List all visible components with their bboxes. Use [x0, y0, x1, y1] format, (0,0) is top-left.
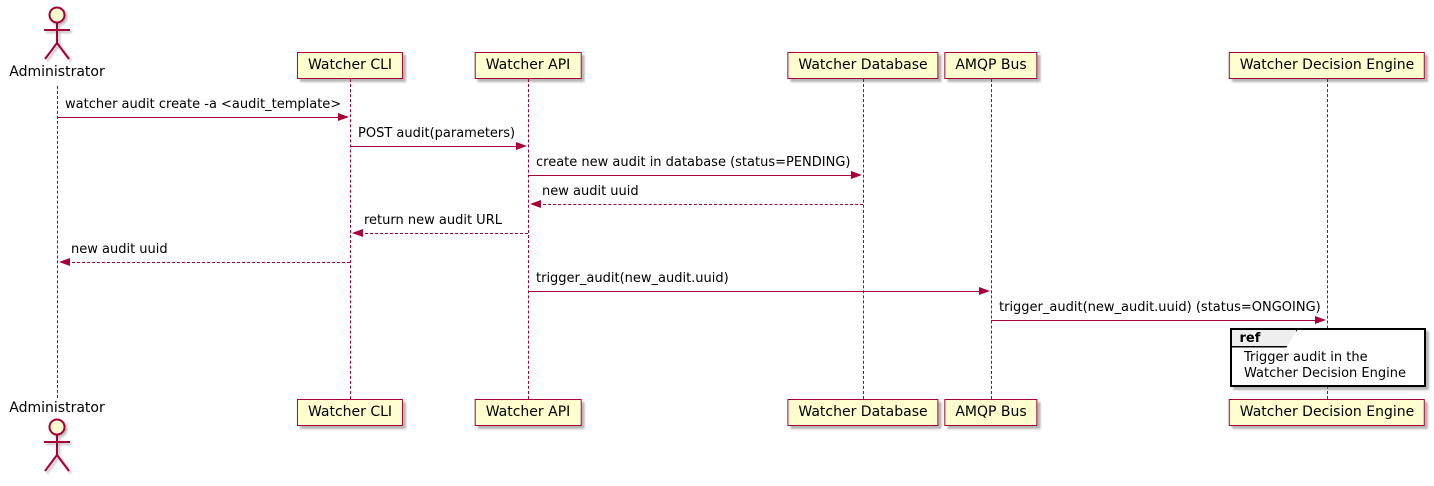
- ref-fragment-text-line: Trigger audit in the: [1244, 350, 1368, 365]
- actor-label-administrator-top: Administrator: [9, 64, 105, 80]
- message-label-1: watcher audit create -a <audit_template>: [65, 97, 342, 112]
- lifeline-amqp-bus: [991, 79, 992, 399]
- lifeline-watcher-decision-engine: [1327, 79, 1328, 399]
- actor-administrator-top: [35, 5, 79, 63]
- participant-box-watcher-cli-bottom: Watcher CLI: [296, 399, 404, 426]
- participant-box-watcher-decision-engine-bottom: Watcher Decision Engine: [1228, 399, 1426, 426]
- lifeline-watcher-database: [863, 79, 864, 399]
- participant-box-watcher-decision-engine-top: Watcher Decision Engine: [1228, 52, 1426, 79]
- message-arrowhead-4: [530, 200, 541, 208]
- ref-fragment-tag: ref: [1232, 330, 1298, 348]
- message-arrowhead-1: [338, 113, 349, 121]
- participant-box-amqp-bus-top: AMQP Bus: [944, 52, 1038, 79]
- actor-icon: [44, 6, 70, 60]
- participant-box-watcher-database-top: Watcher Database: [787, 52, 939, 79]
- message-line-3: [528, 175, 853, 176]
- participant-box-watcher-api-bottom: Watcher API: [474, 399, 582, 426]
- participant-box-watcher-database-bottom: Watcher Database: [787, 399, 939, 426]
- participant-box-watcher-cli-top: Watcher CLI: [296, 52, 404, 79]
- message-label-8: trigger_audit(new_audit.uuid) (status=ON…: [999, 300, 1321, 315]
- lifeline-administrator: [57, 86, 58, 398]
- message-line-2: [350, 146, 518, 147]
- message-label-4: new audit uuid: [542, 184, 639, 199]
- message-line-7: [528, 291, 981, 292]
- message-line-5: [360, 233, 528, 234]
- message-line-1: [57, 117, 340, 118]
- actor-icon: [44, 418, 70, 472]
- message-line-8: [991, 320, 1317, 321]
- message-line-4: [538, 204, 863, 205]
- message-arrowhead-5: [352, 229, 363, 237]
- message-arrowhead-8: [1315, 316, 1326, 324]
- message-label-6: new audit uuid: [71, 242, 168, 257]
- message-line-6: [67, 262, 350, 263]
- message-label-2: POST audit(parameters): [358, 126, 516, 141]
- lifeline-watcher-api: [528, 79, 529, 399]
- ref-fragment: ref Trigger audit in the Watcher Decisio…: [1230, 328, 1426, 387]
- participant-box-watcher-api-top: Watcher API: [474, 52, 582, 79]
- ref-fragment-body: Trigger audit in the Watcher Decision En…: [1232, 330, 1424, 382]
- message-label-7: trigger_audit(new_audit.uuid): [536, 271, 729, 286]
- lifeline-watcher-cli: [350, 79, 351, 399]
- message-arrowhead-2: [516, 142, 527, 150]
- participant-box-amqp-bus-bottom: AMQP Bus: [944, 399, 1038, 426]
- message-label-5: return new audit URL: [364, 213, 502, 228]
- message-arrowhead-7: [979, 287, 990, 295]
- ref-fragment-text-line: Watcher Decision Engine: [1244, 366, 1406, 381]
- message-arrowhead-3: [851, 171, 862, 179]
- actor-label-administrator-bottom: Administrator: [9, 400, 105, 416]
- message-arrowhead-6: [59, 258, 70, 266]
- message-label-3: create new audit in database (status=PEN…: [536, 155, 851, 170]
- actor-administrator-bottom: [35, 417, 79, 475]
